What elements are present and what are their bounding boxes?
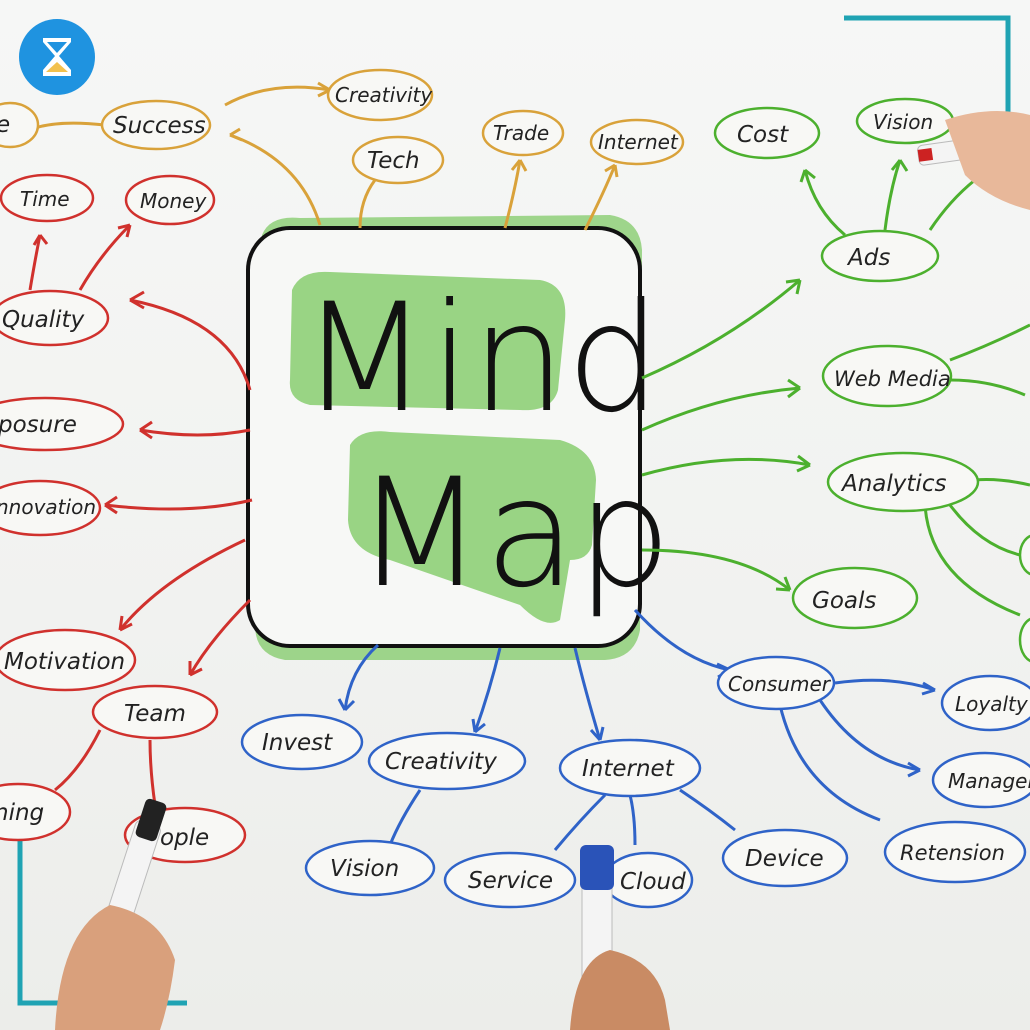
center-title-line1: Mind <box>300 272 661 446</box>
node-vision-bottom: Vision <box>330 856 399 882</box>
node-time: Time <box>20 187 70 211</box>
node-device: Device <box>745 846 824 872</box>
center-title-line2: Map <box>355 447 672 621</box>
map-highlight <box>348 431 596 623</box>
node-loyalty: Loyalty <box>955 692 1029 716</box>
node-creativity-top: Creativity <box>335 83 433 107</box>
node-innovation: nnovation <box>0 495 96 519</box>
node-manager: Manager <box>948 769 1030 793</box>
node-tech: Tech <box>367 148 420 174</box>
node-goals: Goals <box>812 588 876 614</box>
node-people: ople <box>160 825 209 851</box>
node-cloud: Cloud <box>620 869 686 895</box>
node-ads: Ads <box>846 245 890 271</box>
node-trade: Trade <box>493 121 549 145</box>
marker-pen-icon <box>55 111 1030 1030</box>
node-analytics: Analytics <box>840 471 946 497</box>
node-team: Team <box>124 701 186 727</box>
node-exposure: posure <box>0 412 77 438</box>
node-internet-top: Internet <box>598 130 679 154</box>
node-internet-bottom: Internet <box>582 756 675 782</box>
node-orange-e: e <box>0 112 10 138</box>
node-consumer: Consumer <box>728 672 832 696</box>
node-vision-top: Vision <box>873 110 933 134</box>
hourglass-logo-icon <box>19 19 95 95</box>
node-success: Success <box>113 113 206 139</box>
node-service: Service <box>468 868 553 894</box>
node-quality: Quality <box>2 307 85 333</box>
node-planning: ning <box>0 800 44 826</box>
node-web-media: Web Media <box>834 367 951 391</box>
node-creativity-bottom: Creativity <box>385 749 497 775</box>
node-retension: Retension <box>900 841 1005 865</box>
mind-highlight <box>289 271 566 411</box>
node-motivation: Motivation <box>4 649 125 675</box>
node-money: Money <box>140 189 207 213</box>
node-cost: Cost <box>737 122 789 148</box>
node-invest: Invest <box>262 730 333 756</box>
